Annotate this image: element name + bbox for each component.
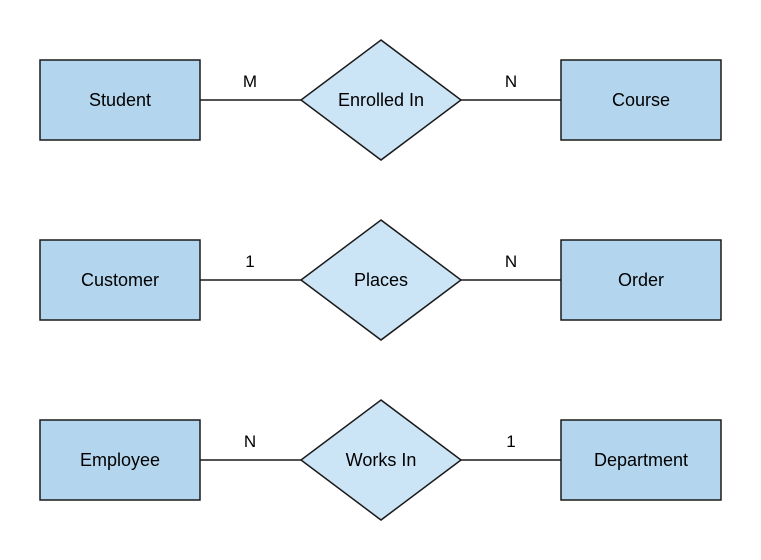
entity-box-department [560, 419, 722, 501]
entity-label: Course [612, 90, 670, 110]
relationship-row-employee-department: Employee N Works In 1 Department [39, 399, 722, 521]
relationship-diamond-places [299, 219, 463, 341]
relationship-row-customer-order: Customer 1 Places N Order [39, 219, 722, 341]
relationship-label: Works In [346, 450, 417, 470]
entity-label: Customer [81, 270, 159, 290]
entity-label: Student [89, 90, 151, 110]
entity-box-student [39, 59, 201, 141]
entity-label: Department [594, 450, 688, 470]
cardinality-label: 1 [506, 432, 515, 451]
cardinality-label: 1 [245, 252, 254, 271]
relationship-row-student-course: Student M Enrolled In N Course [39, 39, 722, 161]
relationship-label: Enrolled In [338, 90, 424, 110]
cardinality-label: M [243, 72, 257, 91]
cardinality-label: N [505, 252, 517, 271]
entity-box-order [560, 239, 722, 321]
cardinality-label: N [244, 432, 256, 451]
entity-label: Order [618, 270, 664, 290]
relationship-diamond-works-in [299, 399, 463, 521]
entity-box-customer [39, 239, 201, 321]
relationship-label: Places [354, 270, 408, 290]
entity-label: Employee [80, 450, 160, 470]
cardinality-label: N [505, 72, 517, 91]
entity-box-course [560, 59, 722, 141]
relationship-diamond-enrolled-in [299, 39, 463, 161]
entity-box-employee [39, 419, 201, 501]
